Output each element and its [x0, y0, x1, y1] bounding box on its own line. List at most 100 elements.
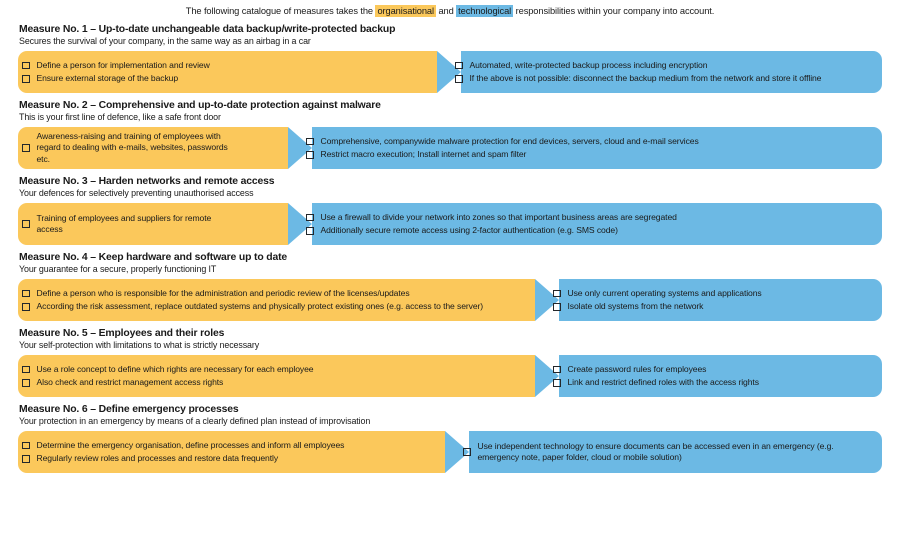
checklist-item[interactable]: Regularly review roles and processes and…: [22, 453, 344, 465]
checkbox-icon[interactable]: [22, 61, 30, 69]
checkbox-icon[interactable]: [306, 227, 314, 235]
measure-block: Measure No. 5 – Employees and their role…: [0, 328, 900, 397]
checklist-item[interactable]: Use a role concept to define which right…: [22, 364, 314, 376]
measure-band: Awareness-raising and training of employ…: [0, 127, 900, 169]
checklist-item-label: Use only current operating systems and a…: [567, 287, 762, 298]
measures-list: Measure No. 1 – Up-to-date unchangeable …: [0, 24, 900, 473]
checklist-item-label: According the risk assessment, replace o…: [36, 301, 484, 311]
measure-subtitle: Your guarantee for a secure, properly fu…: [19, 264, 217, 274]
technological-bar: [445, 431, 882, 473]
measure-band: Use a role concept to define which right…: [0, 355, 900, 397]
measure-block: Measure No. 1 – Up-to-date unchangeable …: [0, 24, 900, 93]
checkbox-icon[interactable]: [22, 365, 30, 373]
checklist-item[interactable]: Automated, write-protected backup proces…: [455, 60, 821, 72]
checklist-item[interactable]: Restrict macro execution; Install intern…: [306, 149, 699, 161]
organisational-bar: [18, 127, 309, 169]
technological-items: Use only current operating systems and a…: [553, 279, 762, 321]
checkbox-icon[interactable]: [463, 448, 471, 456]
organisational-items: Determine the emergency organisation, de…: [22, 431, 344, 473]
checklist-item-label: Define a person who is responsible for t…: [36, 287, 410, 298]
measure-subtitle: Secures the survival of your company, in…: [19, 36, 311, 46]
checklist-item-label: Additionally secure remote access using …: [320, 225, 618, 235]
technological-bar: [288, 127, 882, 169]
checklist-item[interactable]: Define a person who is responsible for t…: [22, 288, 483, 300]
checklist-item[interactable]: According the risk assessment, replace o…: [22, 301, 483, 313]
measure-title: Measure No. 1 – Up-to-date unchangeable …: [19, 24, 396, 35]
technological-items: Comprehensive, companywide malware prote…: [306, 127, 699, 169]
technological-bar: [535, 279, 882, 321]
technological-bar: [288, 203, 882, 245]
checkbox-icon[interactable]: [553, 365, 561, 373]
measure-block: Measure No. 6 – Define emergency process…: [0, 404, 900, 473]
checklist-item-label: Determine the emergency organisation, de…: [36, 439, 345, 450]
checkbox-icon[interactable]: [22, 379, 30, 387]
intro-text: The following catalogue of measures take…: [0, 0, 900, 17]
checklist-item[interactable]: Define a person for implementation and r…: [22, 60, 210, 72]
checklist-item-label: Create password rules for employees: [567, 363, 707, 374]
checkbox-icon[interactable]: [22, 75, 30, 83]
checklist-item[interactable]: Additionally secure remote access using …: [306, 225, 677, 237]
checklist-item-label: Training of employees and suppliers for …: [36, 212, 212, 235]
highlight-organisational: organisational: [375, 5, 436, 17]
checklist-item-label: If the above is not possible: disconnect…: [469, 73, 822, 83]
checkbox-icon[interactable]: [455, 75, 463, 83]
checklist-item-label: Isolate old systems from the network: [567, 301, 704, 311]
checkbox-icon[interactable]: [553, 303, 561, 311]
checklist-item[interactable]: Awareness-raising and training of employ…: [22, 131, 232, 166]
measure-band: Determine the emergency organisation, de…: [0, 431, 900, 473]
measure-subtitle: Your protection in an emergency by means…: [19, 416, 371, 426]
checklist-item[interactable]: Comprehensive, companywide malware prote…: [306, 136, 699, 148]
checkbox-icon[interactable]: [22, 303, 30, 311]
checkbox-icon[interactable]: [455, 61, 463, 69]
measure-title: Measure No. 2 – Comprehensive and up-to-…: [19, 100, 381, 111]
checkbox-icon[interactable]: [22, 220, 30, 228]
checklist-item[interactable]: Use a firewall to divide your network in…: [306, 212, 677, 224]
checkbox-icon[interactable]: [22, 289, 30, 297]
checklist-item[interactable]: Determine the emergency organisation, de…: [22, 440, 344, 452]
checklist-item[interactable]: Link and restrict defined roles with the…: [553, 377, 759, 389]
checklist-item[interactable]: Create password rules for employees: [553, 364, 759, 376]
checklist-item-label: Comprehensive, companywide malware prote…: [320, 135, 699, 146]
intro-after: responsibilities within your company int…: [513, 6, 715, 16]
checklist-item[interactable]: Also check and restrict management acces…: [22, 377, 313, 389]
measure-title: Measure No. 5 – Employees and their role…: [19, 328, 225, 339]
checkbox-icon[interactable]: [553, 289, 561, 297]
checkbox-icon[interactable]: [22, 144, 30, 152]
measure-subtitle: This is your first line of defence, like…: [19, 112, 221, 122]
checkbox-icon[interactable]: [306, 137, 314, 145]
checklist-item-label: Define a person for implementation and r…: [36, 59, 210, 70]
measure-band: Training of employees and suppliers for …: [0, 203, 900, 245]
checklist-item-label: Restrict macro execution; Install intern…: [320, 149, 527, 159]
checkbox-icon[interactable]: [306, 151, 314, 159]
measure-title: Measure No. 6 – Define emergency process…: [19, 404, 239, 415]
measure-block: Measure No. 2 – Comprehensive and up-to-…: [0, 100, 900, 169]
checklist-item-label: Link and restrict defined roles with the…: [567, 377, 760, 387]
checklist-item[interactable]: Ensure external storage of the backup: [22, 73, 210, 85]
checklist-item[interactable]: Training of employees and suppliers for …: [22, 213, 232, 236]
organisational-items: Awareness-raising and training of employ…: [22, 127, 232, 169]
measure-subtitle: Your defences for selectively preventing…: [19, 188, 254, 198]
organisational-items: Training of employees and suppliers for …: [22, 203, 232, 245]
checklist-item[interactable]: If the above is not possible: disconnect…: [455, 73, 821, 85]
measure-title: Measure No. 4 – Keep hardware and softwa…: [19, 252, 288, 263]
checklist-item[interactable]: Isolate old systems from the network: [553, 301, 762, 313]
checklist-item[interactable]: Use independent technology to ensure doc…: [463, 441, 863, 464]
checklist-item-label: Regularly review roles and processes and…: [36, 453, 279, 463]
measure-block: Measure No. 3 – Harden networks and remo…: [0, 176, 900, 245]
technological-items: Automated, write-protected backup proces…: [455, 51, 821, 93]
measure-band: Define a person who is responsible for t…: [0, 279, 900, 321]
measure-title: Measure No. 3 – Harden networks and remo…: [19, 176, 275, 187]
measure-band: Define a person for implementation and r…: [0, 51, 900, 93]
organisational-items: Use a role concept to define which right…: [22, 355, 314, 397]
intro-before: The following catalogue of measures take…: [185, 6, 376, 16]
checklist-item[interactable]: Use only current operating systems and a…: [553, 288, 762, 300]
checkbox-icon[interactable]: [306, 213, 314, 221]
intro-middle: and: [435, 6, 457, 16]
measure-block: Measure No. 4 – Keep hardware and softwa…: [0, 252, 900, 321]
checkbox-icon[interactable]: [553, 379, 561, 387]
checkbox-icon[interactable]: [22, 455, 30, 463]
measure-subtitle: Your self-protection with limitations to…: [19, 340, 260, 350]
checkbox-icon[interactable]: [22, 441, 30, 449]
technological-items: Use independent technology to ensure doc…: [463, 431, 863, 473]
organisational-items: Define a person who is responsible for t…: [22, 279, 483, 321]
